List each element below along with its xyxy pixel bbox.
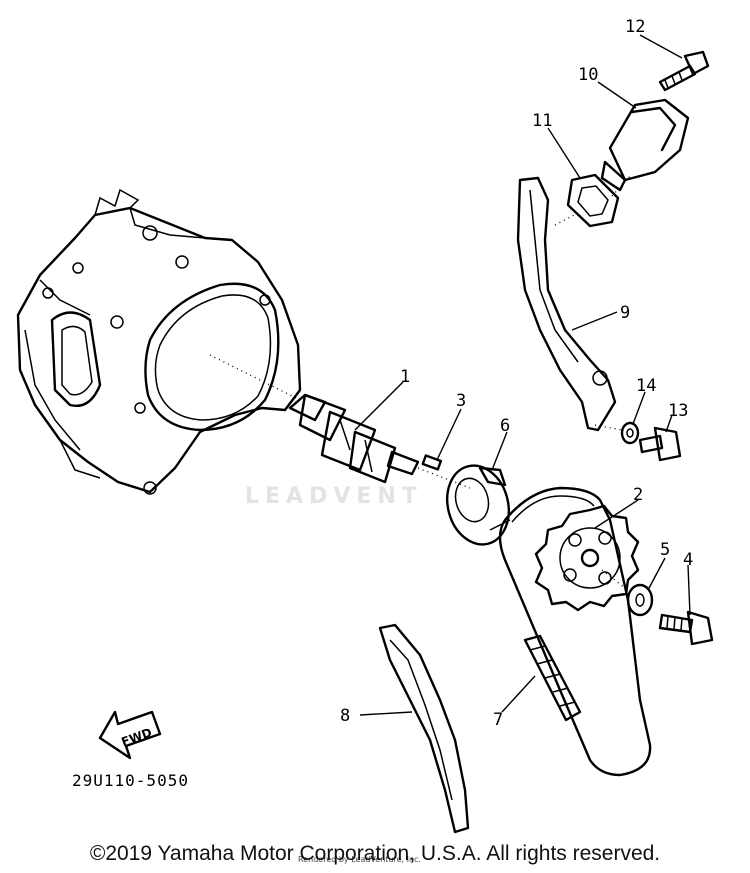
cam-bushing — [446, 464, 511, 546]
callout-5: 5 — [660, 540, 670, 560]
callout-12: 12 — [625, 17, 645, 37]
fwd-label: FWD — [119, 725, 153, 749]
timing-chain — [523, 634, 582, 722]
watermark-text: LEADVENT — [245, 484, 423, 509]
chain-tensioner — [600, 98, 690, 192]
sprocket-bolt — [601, 569, 714, 646]
callout-13: 13 — [668, 401, 688, 421]
callout-10: 10 — [578, 65, 598, 85]
camshaft — [209, 354, 471, 489]
leader-lines — [354, 34, 691, 716]
callout-7: 7 — [493, 710, 503, 730]
sprocket-washer — [626, 583, 654, 617]
copyright-notice: ©2019 Yamaha Motor Corporation, U.S.A. A… — [89, 842, 661, 865]
chain-guide — [378, 623, 470, 834]
fwd-arrow-icon: FWD — [98, 710, 162, 760]
callout-14: 14 — [636, 376, 656, 396]
callout-3: 3 — [456, 391, 466, 411]
guide-washer — [620, 421, 640, 445]
callout-11: 11 — [532, 111, 552, 131]
tensioner-guide — [516, 176, 617, 432]
diagram-part-number: 29U110-5050 — [72, 771, 189, 790]
callout-2: 2 — [633, 485, 643, 505]
cylinder-head — [16, 188, 302, 495]
tensioner-bolt — [658, 50, 710, 92]
cam-sprocket — [534, 504, 640, 612]
callouts: 1 2 3 4 5 6 7 8 9 10 11 12 13 14 — [340, 17, 693, 730]
timing-chain-loop — [498, 486, 652, 777]
tensioner-gasket — [554, 173, 631, 228]
callout-8: 8 — [340, 706, 350, 726]
guide-bolt — [594, 424, 682, 462]
callout-6: 6 — [500, 416, 510, 436]
render-credit: Rendered by LeadVenture, Inc. — [298, 855, 421, 864]
callout-1: 1 — [400, 367, 410, 387]
callout-4: 4 — [683, 550, 693, 570]
dowel-pin — [421, 454, 443, 471]
callout-9: 9 — [620, 303, 630, 323]
